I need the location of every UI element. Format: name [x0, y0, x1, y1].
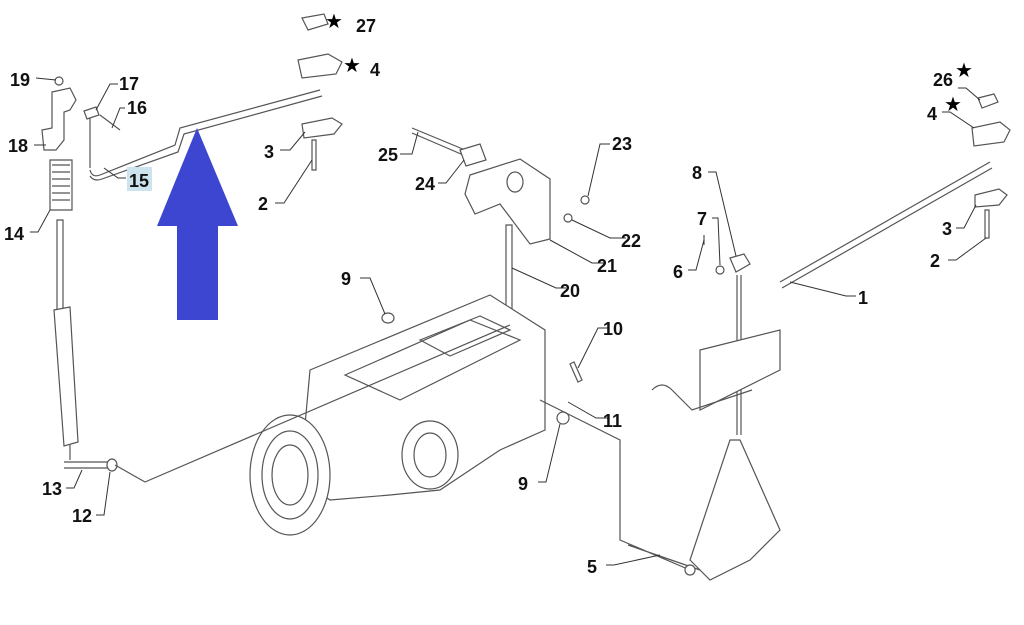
- callout-26[interactable]: 26: [933, 70, 953, 90]
- callout-7[interactable]: 7: [697, 209, 707, 229]
- indicator-arrow: [157, 128, 238, 320]
- callout-22[interactable]: 22: [621, 231, 641, 251]
- left-linkage: [41, 76, 323, 472]
- right-linkage: [539, 93, 1011, 581]
- callout-6[interactable]: 6: [673, 262, 683, 282]
- callout-3[interactable]: 3: [264, 142, 274, 162]
- callout-11[interactable]: 11: [603, 411, 622, 431]
- callout-20[interactable]: 20: [560, 281, 580, 301]
- callout-16[interactable]: 16: [127, 98, 147, 118]
- star-icon: ★: [955, 58, 973, 82]
- callout-23[interactable]: 23: [612, 134, 632, 154]
- callout-8[interactable]: 8: [692, 163, 702, 183]
- callout-1[interactable]: 1: [858, 288, 868, 308]
- star-icon: ★: [343, 53, 361, 77]
- callout-13[interactable]: 13: [42, 479, 62, 499]
- callout-21[interactable]: 21: [597, 256, 617, 276]
- star-icon: ★: [944, 92, 962, 116]
- callout-27[interactable]: 27: [356, 16, 376, 36]
- callout-4b[interactable]: 4: [927, 104, 937, 124]
- callout-25[interactable]: 25: [378, 145, 398, 165]
- callout-labels: 19 17 16 18 15 14 13 12 ★ 27 ★ 4 3 2 25 …: [4, 9, 973, 577]
- callout-18[interactable]: 18: [8, 136, 28, 156]
- callout-17[interactable]: 17: [119, 74, 139, 94]
- top-middle-parts: [297, 13, 343, 171]
- callout-2b[interactable]: 2: [930, 251, 940, 271]
- callout-12[interactable]: 12: [72, 506, 92, 526]
- callout-14[interactable]: 14: [4, 224, 24, 244]
- callout-15-highlight: [127, 167, 152, 191]
- callout-9[interactable]: 9: [341, 269, 351, 289]
- callout-5[interactable]: 5: [587, 557, 597, 577]
- callout-24[interactable]: 24: [415, 174, 435, 194]
- callout-9b[interactable]: 9: [518, 474, 528, 494]
- callout-10[interactable]: 10: [603, 319, 623, 339]
- middle-bracket: [411, 127, 590, 316]
- callout-19[interactable]: 19: [10, 70, 30, 90]
- transmission-housing: [114, 294, 583, 536]
- leader-lines: [30, 77, 987, 566]
- callout-15[interactable]: 15: [129, 171, 149, 191]
- callout-2[interactable]: 2: [258, 194, 268, 214]
- callout-4[interactable]: 4: [370, 60, 380, 80]
- star-icon: ★: [325, 9, 343, 33]
- callout-3b[interactable]: 3: [942, 219, 952, 239]
